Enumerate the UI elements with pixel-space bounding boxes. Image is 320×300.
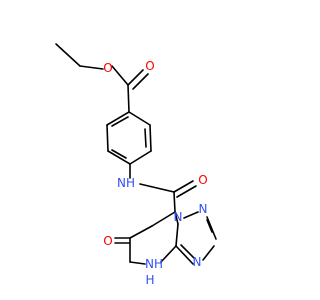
atom-labels: O O NH O O NH H N N N — [103, 59, 207, 287]
bond — [175, 223, 179, 247]
bond — [175, 245, 194, 265]
bond — [174, 211, 179, 225]
bond — [206, 216, 217, 240]
ester-carbonyl-oxygen-label: O — [145, 59, 154, 73]
bond — [127, 69, 144, 86]
ring-h-label: H — [145, 273, 154, 287]
bond — [111, 116, 129, 127]
bond — [173, 180, 194, 193]
bond — [149, 124, 152, 152]
bond — [139, 183, 175, 193]
ring-nh-label: NH — [145, 257, 163, 271]
triazole-n2-label: N — [199, 202, 208, 216]
bond — [129, 150, 152, 165]
lactam-oxygen-label: O — [103, 234, 112, 248]
bond — [202, 245, 215, 261]
bonds — [55, 43, 217, 265]
bond — [173, 191, 176, 213]
bond — [180, 244, 195, 259]
amide-oxygen-label: O — [198, 173, 207, 187]
bond — [127, 84, 130, 113]
amide-nh-label: NH — [117, 176, 135, 190]
bond — [111, 65, 129, 86]
bond — [183, 211, 199, 219]
bond — [176, 185, 197, 198]
bond — [106, 124, 109, 152]
bond — [128, 111, 151, 126]
bond — [132, 73, 149, 90]
bond — [106, 111, 130, 126]
bond — [111, 149, 127, 159]
bond — [144, 128, 147, 148]
bond — [129, 261, 146, 265]
triazole-n3-label: N — [193, 255, 202, 269]
molecule-structure: O O NH O O NH H N N N — [55, 43, 217, 287]
bond — [107, 150, 131, 165]
bond — [151, 211, 176, 227]
bond — [79, 65, 104, 70]
bond — [55, 43, 81, 67]
bond — [160, 245, 177, 263]
ester-ether-oxygen-label: O — [103, 61, 112, 75]
bond — [129, 225, 153, 239]
triazole-n1-label: N — [174, 210, 183, 224]
bond — [206, 219, 213, 233]
